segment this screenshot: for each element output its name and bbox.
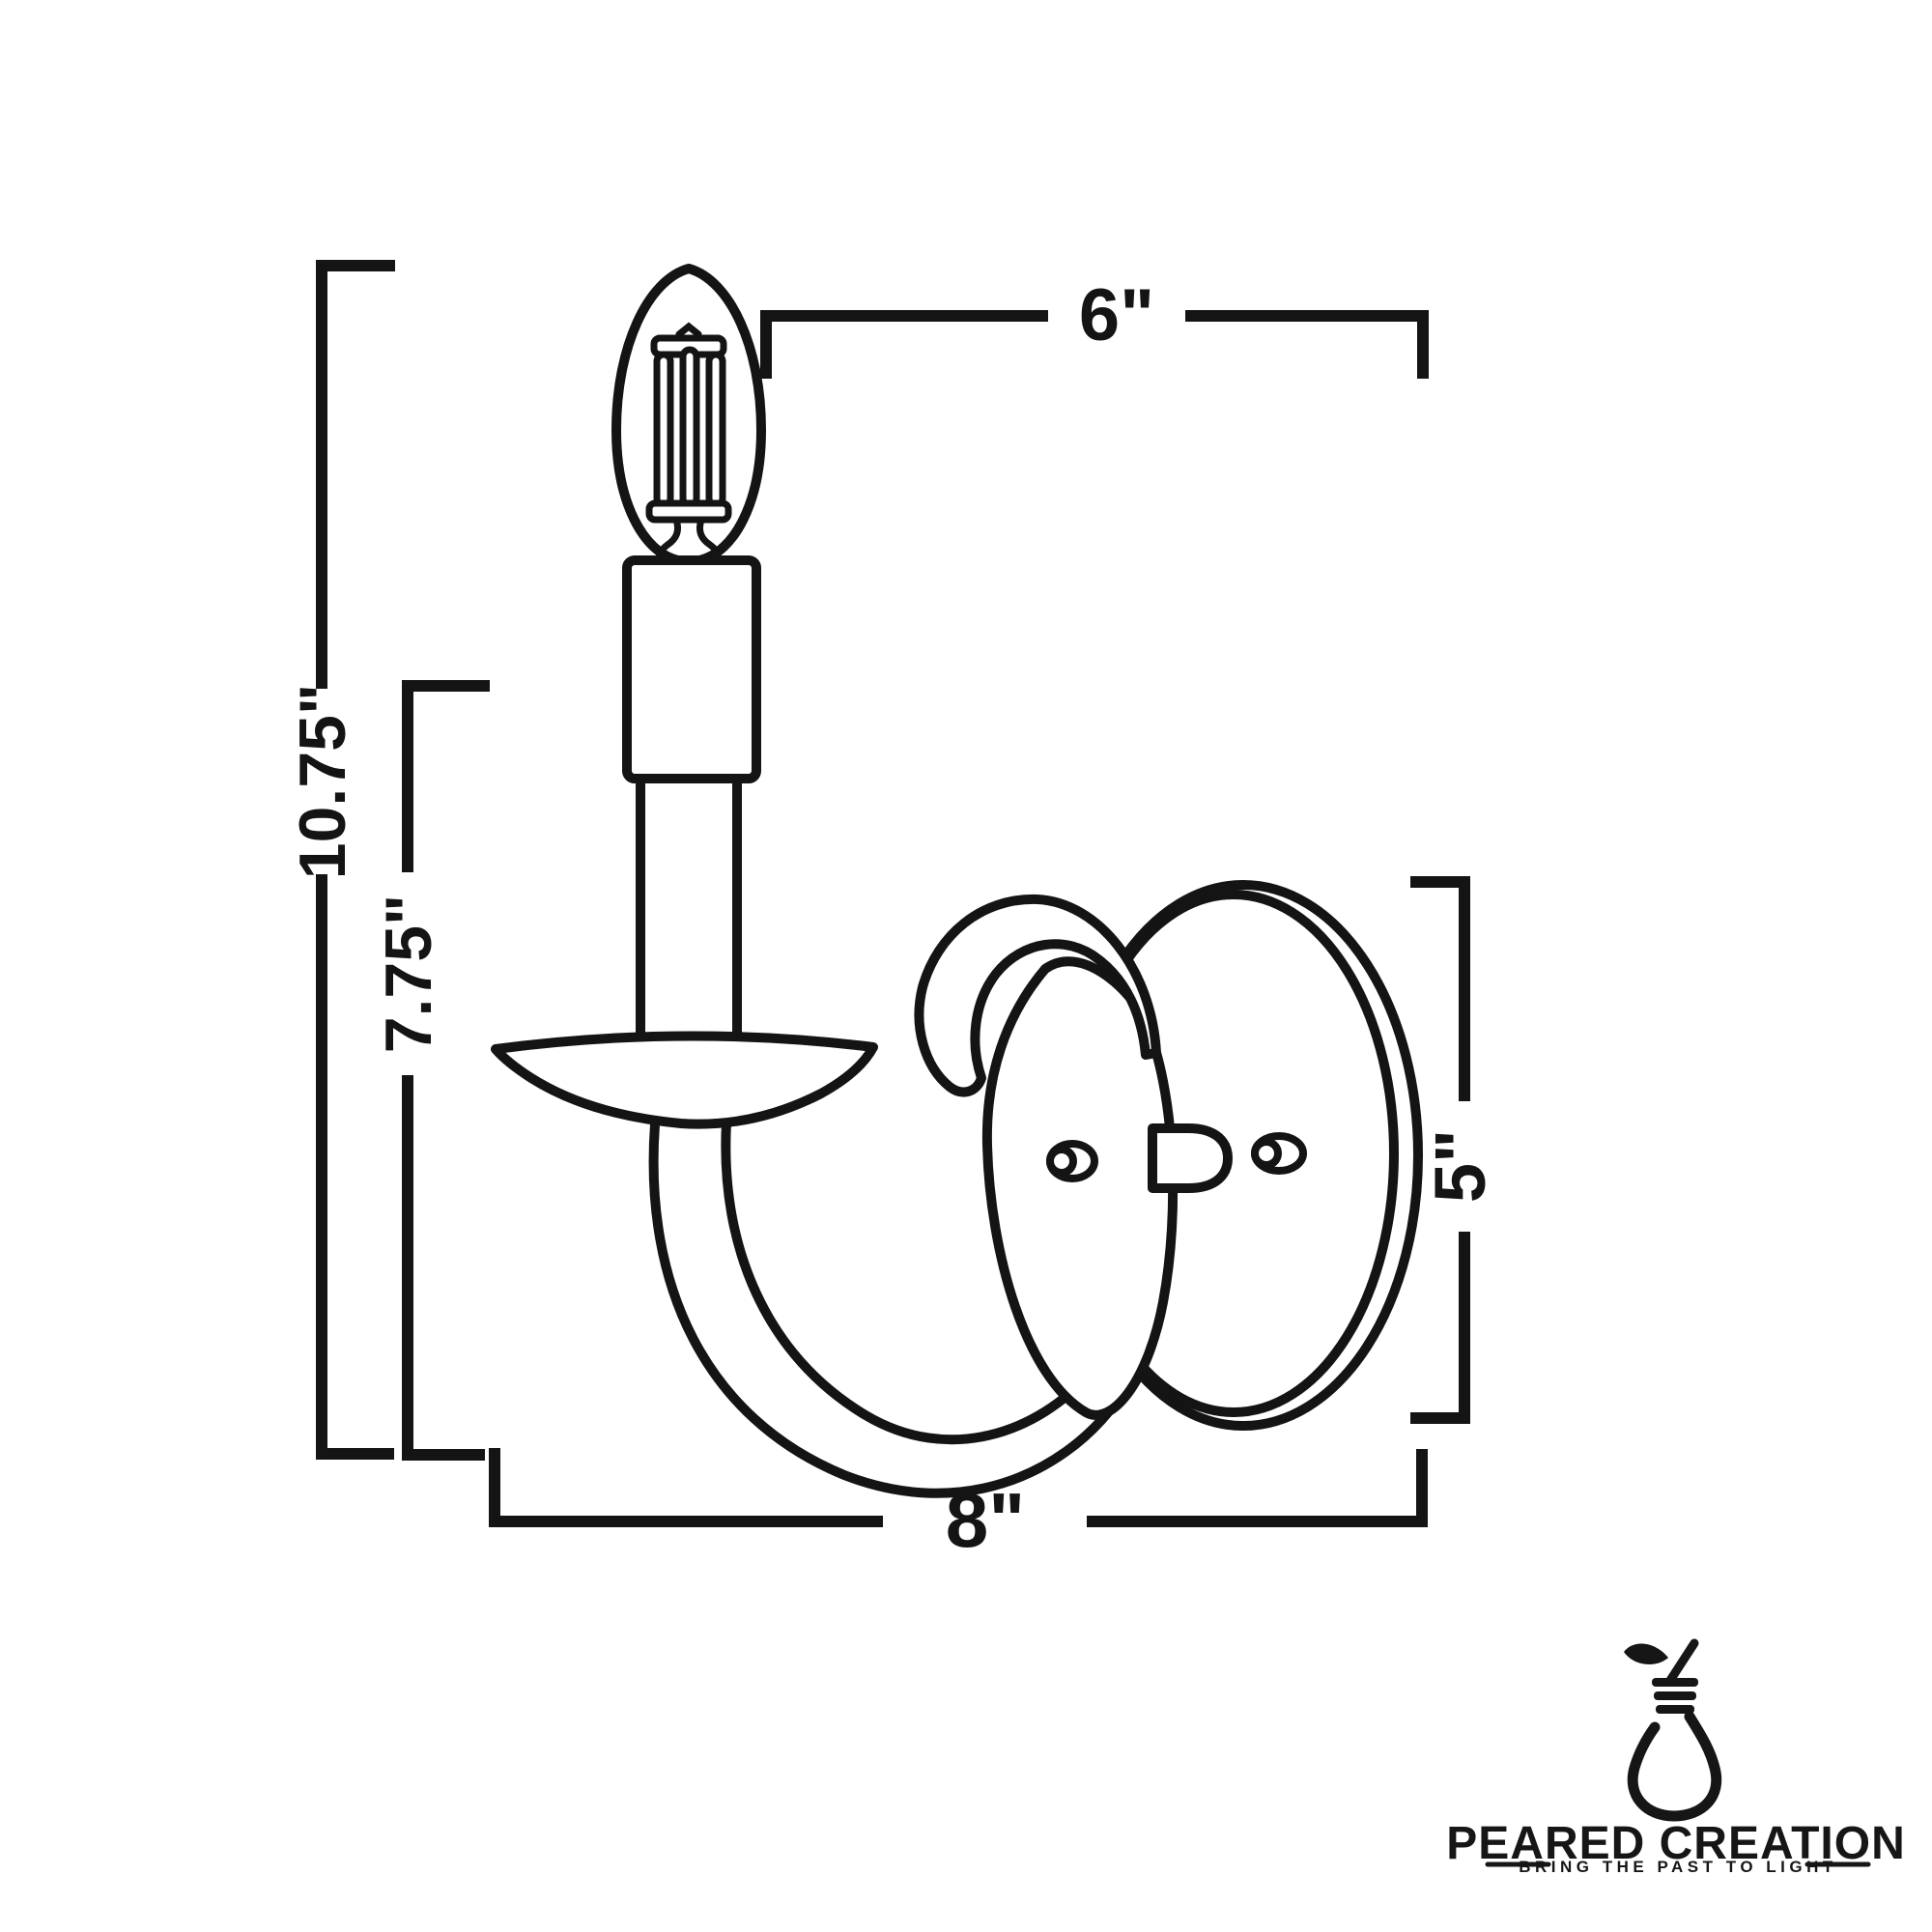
dimension-label-5in: 5" [1420,1129,1500,1203]
bulb-thread-bar-1 [1652,1678,1698,1687]
arm-outer-curve [648,1120,1118,1498]
dim-1075in-bottom-segment [316,874,394,1460]
brand-tagline-text: BRING THE PAST TO LIGHT [1519,1858,1837,1876]
bulb-thread-bar-3 [1656,1705,1694,1714]
dimension-overall-depth: 8" [489,1448,1428,1563]
bulb-body-outline [1627,1711,1722,1822]
dim-8in-right-segment [1087,1449,1428,1527]
dimension-backplate-diameter: 5" [1410,876,1500,1424]
brand-name-text: PEARED CREATION [1446,1818,1905,1869]
dim-775in-top-segment [402,680,490,872]
dimension-fixture-height: 7.75" [372,680,490,1461]
dimension-overall-height: 10.75" [286,260,395,1460]
dimension-label-8in: 8" [946,1477,1025,1563]
dim-6in-right-segment [1185,310,1429,379]
dimension-label-775in: 7.75" [372,895,445,1054]
arm-inner-curve [721,1118,1096,1445]
bobeche-drip-tray [491,1031,878,1129]
dimension-label-6in: 6" [1079,274,1154,356]
bulb-filament [645,322,732,565]
screw-hole-left [1046,1140,1098,1182]
brand-logo: PEARED CREATION BRING THE PAST TO LIGHT [1446,1638,1905,1876]
pear-leaf [1624,1643,1668,1664]
sconce-drawing [491,264,1423,1498]
filament-rod-left [653,351,674,509]
dim-5in-bottom-segment [1410,1232,1470,1424]
dimension-bulb-to-wall-width: 6" [760,274,1429,379]
bulb-thread-bar-2 [1654,1691,1696,1700]
scroll-hook [914,894,1161,1097]
mounting-stub [1148,1123,1233,1193]
dim-1075in-top-segment [316,260,395,689]
screw-right-head [1251,1138,1282,1169]
dimension-label-1075in: 10.75" [286,684,359,879]
screw-left-head [1046,1146,1077,1177]
filament-top-wire [675,322,702,338]
candle-stem [636,774,742,1046]
filament-rod-right [705,351,726,509]
pear-lightbulb-icon [1624,1638,1722,1822]
socket-sleeve [622,555,761,783]
dim-8in-left-segment [489,1448,883,1527]
screw-hole-right [1251,1132,1307,1175]
filament-rod-middle [679,346,700,509]
pear-stem [1664,1638,1699,1687]
filament-bottom-bar [645,499,732,524]
dim-775in-bottom-segment [402,1075,485,1461]
dim-6in-left-segment [760,310,1048,379]
dim-5in-top-segment [1410,876,1470,1101]
